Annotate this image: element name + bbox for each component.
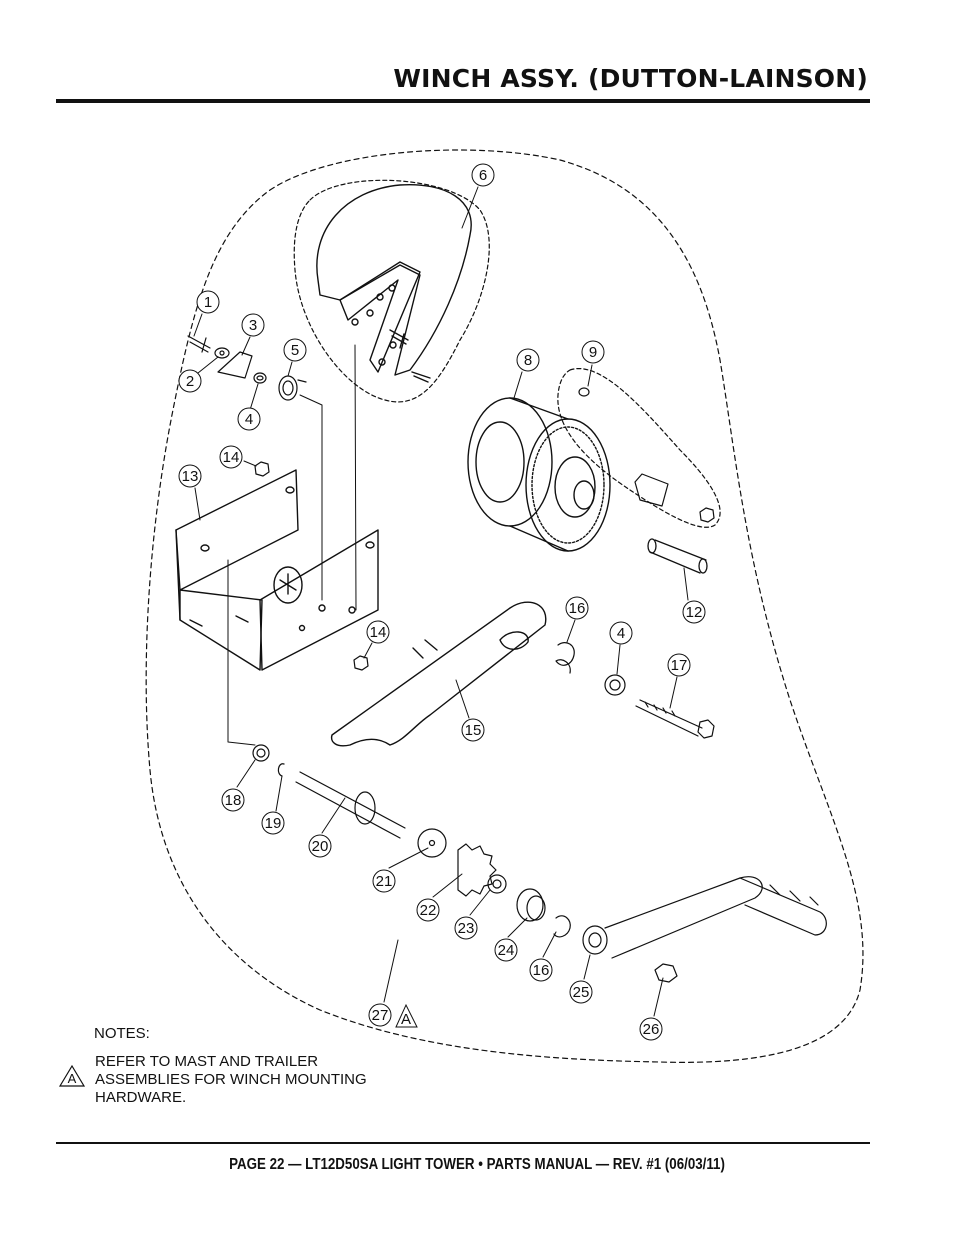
callout-16-upper: 16 <box>565 596 589 620</box>
callout-1: 1 <box>196 290 220 314</box>
callout-label: 1 <box>204 294 212 311</box>
guard-group-outline <box>293 179 490 403</box>
callout-22: 22 <box>416 898 440 922</box>
drum-guard <box>316 183 472 383</box>
callout-4-lower: 4 <box>609 621 633 645</box>
callout-27: 27 <box>368 1003 392 1027</box>
callout-27-note-marker: A <box>395 1003 418 1028</box>
drum-pin <box>647 538 708 574</box>
leader-lines <box>193 186 689 1017</box>
callout-label: 6 <box>479 167 487 184</box>
callout-label: 5 <box>291 342 299 359</box>
callout-8: 8 <box>516 348 540 372</box>
assembly-boundary <box>145 149 864 1063</box>
callout-label: 12 <box>686 604 703 621</box>
notes-heading: NOTES: <box>94 1025 150 1042</box>
callout-label: 23 <box>458 920 475 937</box>
callout-label: 22 <box>420 902 437 919</box>
note-marker-letter: A <box>68 1071 77 1086</box>
page-footer: PAGE 22 — LT12D50SA LIGHT TOWER • PARTS … <box>229 1156 725 1173</box>
callout-label: 18 <box>225 792 242 809</box>
callout-25: 25 <box>569 980 593 1004</box>
callout-24: 24 <box>494 938 518 962</box>
note-text: REFER TO MAST AND TRAILER ASSEMBLIES FOR… <box>95 1053 367 1106</box>
callout-23: 23 <box>454 916 478 940</box>
brake-lever <box>330 601 547 747</box>
callout-label: 16 <box>569 600 586 617</box>
part-callouts: 1 2 3 4 5 6 8 9 14 13 12 16 4 17 14 15 1… <box>178 163 706 1041</box>
callout-label: 26 <box>643 1021 660 1038</box>
callout-20: 20 <box>308 834 332 858</box>
callout-2: 2 <box>178 369 202 393</box>
note-marker-a-icon: A <box>58 1064 86 1087</box>
winch-frame <box>175 469 379 671</box>
callout-label: 19 <box>265 815 282 832</box>
footer-divider <box>56 1142 870 1144</box>
callout-21: 21 <box>372 869 396 893</box>
callout-14-upper: 14 <box>219 445 243 469</box>
callout-17: 17 <box>667 653 691 677</box>
pawl-assembly <box>578 387 715 523</box>
callout-label: 15 <box>465 722 482 739</box>
callout-label: 14 <box>223 449 240 466</box>
pawl-group-outline <box>557 368 721 528</box>
callout-19: 19 <box>261 811 285 835</box>
callout-label: 16 <box>533 962 550 979</box>
callout-label: 27 <box>372 1007 389 1024</box>
crank-shaft-assembly <box>252 744 827 983</box>
callout-label: 4 <box>617 625 625 642</box>
callout-4-upper: 4 <box>237 407 261 431</box>
header-divider <box>56 99 870 103</box>
callout-14-lower: 14 <box>366 620 390 644</box>
callout-9: 9 <box>581 340 605 364</box>
callout-label: 9 <box>589 344 597 361</box>
callout-label: 4 <box>245 411 253 428</box>
callout-label: 3 <box>249 317 257 334</box>
callout-label: 8 <box>524 352 532 369</box>
note-marker-label: A <box>401 1011 411 1028</box>
callout-13: 13 <box>178 464 202 488</box>
callout-label: 13 <box>182 468 199 485</box>
callout-label: 25 <box>573 984 590 1001</box>
callout-5: 5 <box>283 338 307 362</box>
callout-6: 6 <box>471 163 495 187</box>
lever-hardware <box>555 642 715 739</box>
callout-label: 2 <box>186 373 194 390</box>
callout-label: 24 <box>498 942 515 959</box>
callout-3: 3 <box>241 313 265 337</box>
callout-18: 18 <box>221 788 245 812</box>
small-hardware-upper-left <box>187 335 307 401</box>
callout-label: 20 <box>312 838 329 855</box>
winch-drum <box>467 397 611 552</box>
callout-label: 14 <box>370 624 387 641</box>
callout-label: 17 <box>671 657 688 674</box>
callout-15: 15 <box>461 718 485 742</box>
callout-12: 12 <box>682 600 706 624</box>
callout-label: 21 <box>376 873 393 890</box>
callout-26: 26 <box>639 1017 663 1041</box>
hex-nuts <box>254 461 369 671</box>
page-title: WINCH ASSY. (DUTTON-LAINSON) <box>393 64 868 93</box>
callout-16-lower: 16 <box>529 958 553 982</box>
